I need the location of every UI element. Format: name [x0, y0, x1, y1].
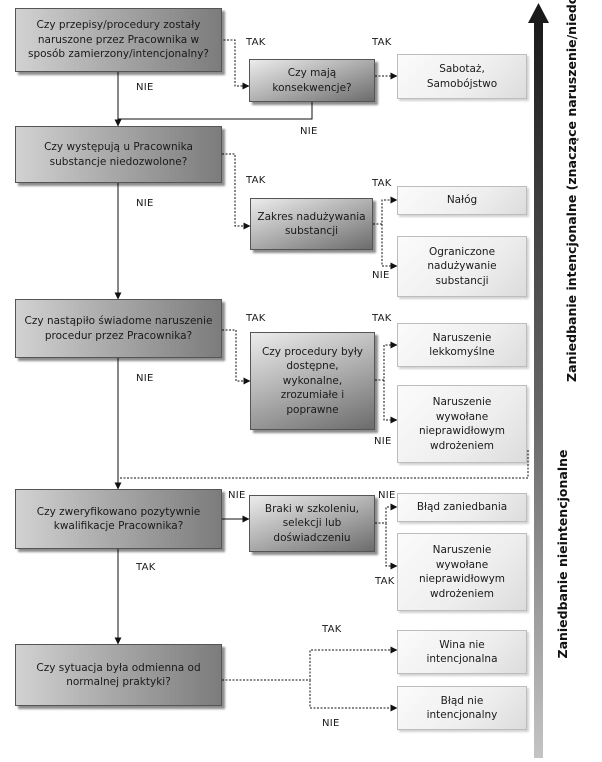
- m4-branch: [375, 503, 398, 524]
- middle-box-procedures-available: Czy procedury były dostępne, wykonalne, …: [250, 332, 375, 430]
- outcome-box-limited-abuse: Ograniczone nadużywanie substancji: [397, 236, 527, 297]
- q2-no-label: NIE: [136, 198, 154, 209]
- q4-yes-label: TAK: [136, 562, 156, 573]
- m4-branch-yes: [385, 523, 398, 570]
- q1-yes-connector: [220, 39, 250, 90]
- q2-yes-connector: [222, 153, 251, 230]
- q3-yes-label: TAK: [246, 313, 266, 324]
- m3-branch: [375, 341, 398, 381]
- question-box-prohibited-substances: Czy występują u Pracownika substancje ni…: [15, 126, 222, 183]
- m4-yes-label: TAK: [375, 576, 395, 587]
- m1-no-label: NIE: [300, 126, 318, 137]
- m2-branch-no: [381, 224, 398, 270]
- outcome-box-improper-implementation: Naruszenie wywołane nieprawidłowym wdroż…: [397, 385, 527, 463]
- o5-return-connector: [118, 450, 529, 479]
- q1-yes-label: TAK: [246, 37, 266, 48]
- m2-no-label: NIE: [372, 270, 390, 281]
- q5-yes-label: TAK: [322, 624, 342, 635]
- question-box-situation-abnormal: Czy sytuacja była odmienna od normalnej …: [15, 644, 222, 706]
- q3-yes-connector: [222, 329, 251, 385]
- m4-no-label: NIE: [378, 490, 396, 501]
- m1-yes-label: TAK: [372, 37, 392, 48]
- intentionality-arrow-head: [528, 3, 549, 23]
- q5-no-label: NIE: [322, 718, 340, 729]
- intentional-negligence-label: Zaniedbanie intencjonalne (znaczące naru…: [564, 0, 579, 382]
- middle-box-abuse-scope: Zakres nadużywania substancji: [250, 198, 373, 250]
- middle-box-training-gaps: Braki w szkoleniu, selekcji lub doświadc…: [249, 495, 375, 552]
- outcome-box-addiction: Nałóg: [397, 186, 527, 215]
- outcome-box-sabotage: Sabotaż, Samobójstwo: [397, 54, 527, 99]
- q5-yes-connector: [222, 646, 398, 681]
- unintentional-negligence-label: Zaniedbanie nieintencjonalne: [555, 449, 570, 659]
- q2-yes-label: TAK: [246, 175, 266, 186]
- middle-box-consequences: Czy mają konsekwencje?: [249, 59, 375, 102]
- q1-no-label: NIE: [136, 82, 154, 93]
- question-box-qualifications-verified: Czy zweryfikowano pozytywnie kwalifikacj…: [15, 489, 222, 549]
- outcome-box-reckless-violation: Naruszenie lekkomyślne: [397, 323, 527, 367]
- m2-branch: [373, 196, 398, 225]
- question-box-conscious-violation: Czy nastąpiło świadome naruszenie proced…: [15, 299, 222, 358]
- outcome-box-negligence-error: Błąd zaniedbania: [397, 493, 527, 522]
- m3-no-label: NIE: [374, 436, 392, 447]
- m1-no-connector: [118, 102, 313, 120]
- outcome-box-unintentional-fault: Wina nie intencjonalna: [397, 630, 527, 674]
- question-box-intentional-violation: Czy przepisy/procedury zostały naruszone…: [15, 8, 222, 72]
- q5-no-connector: [309, 680, 398, 712]
- m3-branch-no: [383, 380, 398, 424]
- q3-no-label: NIE: [136, 373, 154, 384]
- outcome-box-unintentional-error: Błąd nie intencjonalny: [397, 686, 527, 730]
- m2-yes-label: TAK: [372, 178, 392, 189]
- q4-no-label: NIE: [228, 490, 246, 501]
- intentionality-arrow-shaft: [534, 22, 543, 758]
- m3-yes-label: TAK: [372, 313, 392, 324]
- outcome-box-improper-implementation-2: Naruszenie wywołane nieprawidłowym wdroż…: [397, 533, 527, 611]
